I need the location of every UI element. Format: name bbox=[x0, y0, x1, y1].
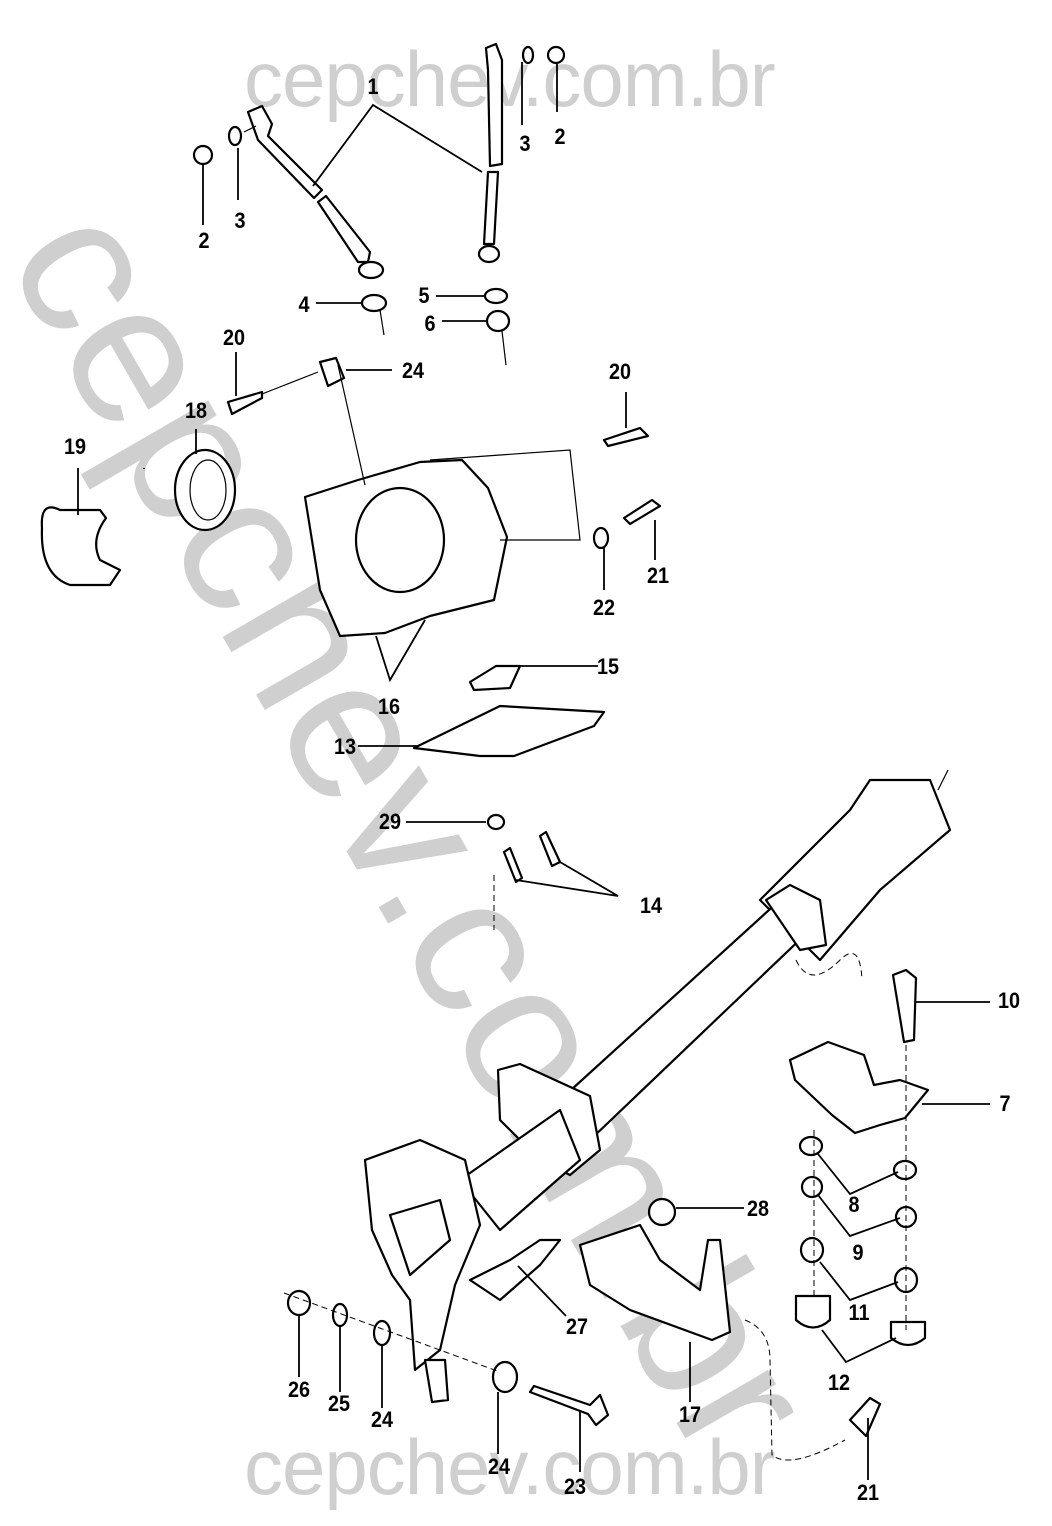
callout-19: 19 bbox=[63, 434, 87, 459]
cap-12-right bbox=[889, 1320, 927, 1347]
callout-21: 21 bbox=[856, 1480, 880, 1505]
callout-15: 15 bbox=[596, 654, 620, 679]
column-cover-16 bbox=[303, 364, 581, 638]
callout-6: 6 bbox=[424, 311, 436, 336]
callout-2: 2 bbox=[554, 124, 566, 149]
callout-1: 1 bbox=[367, 74, 379, 99]
washer-4 bbox=[360, 293, 388, 313]
callout-9: 9 bbox=[852, 1240, 864, 1265]
nut-28 bbox=[647, 1197, 677, 1227]
callout-22: 22 bbox=[592, 595, 616, 620]
callout-3: 3 bbox=[519, 131, 531, 156]
washer-3-right bbox=[521, 45, 535, 65]
callout-20: 20 bbox=[222, 325, 246, 350]
washer-5 bbox=[483, 287, 509, 305]
floor-plate-13 bbox=[412, 704, 606, 758]
callout-16: 16 bbox=[377, 694, 401, 719]
callout-8: 8 bbox=[848, 1192, 860, 1217]
callout-7: 7 bbox=[999, 1091, 1011, 1116]
screw-14-right bbox=[538, 830, 562, 868]
callout-24: 24 bbox=[370, 1407, 394, 1432]
washer-24-right bbox=[491, 1360, 519, 1394]
callout-26: 26 bbox=[287, 1377, 311, 1402]
callout-23: 23 bbox=[563, 1474, 587, 1499]
callout-5: 5 bbox=[418, 283, 430, 308]
callout-24: 24 bbox=[401, 358, 425, 383]
callout-12: 12 bbox=[827, 1370, 851, 1395]
callout-2: 2 bbox=[198, 228, 210, 253]
callout-10: 10 bbox=[997, 988, 1021, 1013]
nut-26 bbox=[286, 1289, 312, 1317]
brace-17 bbox=[578, 1223, 732, 1342]
callout-4: 4 bbox=[298, 292, 310, 317]
callout-27: 27 bbox=[565, 1314, 589, 1339]
callout-29: 29 bbox=[378, 809, 402, 834]
callout-11: 11 bbox=[848, 1300, 870, 1325]
screw-21-lower bbox=[848, 1396, 882, 1438]
seal-ring-18 bbox=[173, 448, 237, 532]
clamp-bracket-7 bbox=[788, 1040, 930, 1135]
callout-14: 14 bbox=[639, 893, 663, 918]
column-clamp-19 bbox=[40, 506, 122, 587]
bolt-10 bbox=[891, 968, 918, 1044]
support-rod-left bbox=[246, 104, 385, 280]
support-rod-right bbox=[477, 42, 504, 264]
callout-28: 28 bbox=[746, 1196, 770, 1221]
washer-8-right bbox=[892, 1159, 918, 1181]
callout-21: 21 bbox=[646, 563, 670, 588]
coupling-27 bbox=[468, 1238, 562, 1302]
clip-nut-24 bbox=[318, 356, 346, 388]
watermark-top: cepchev.com.br bbox=[244, 35, 776, 123]
screw-21-upper bbox=[622, 498, 662, 526]
nut-11-left bbox=[799, 1236, 825, 1264]
nut-6 bbox=[485, 309, 511, 333]
leader-lines bbox=[77, 62, 990, 1480]
screw-14-left bbox=[502, 846, 524, 884]
callout-17: 17 bbox=[678, 1402, 702, 1427]
washer-3-left bbox=[227, 125, 243, 147]
washer-8-left bbox=[798, 1135, 824, 1157]
steering-column bbox=[458, 769, 952, 1232]
bolt-2-right bbox=[546, 45, 566, 65]
steering-gear bbox=[363, 1138, 482, 1404]
watermark-bottom: cepchev.com.br bbox=[244, 1423, 776, 1511]
callout-13: 13 bbox=[333, 734, 357, 759]
lock-washer-9-left bbox=[800, 1175, 824, 1199]
callout-25: 25 bbox=[327, 1391, 351, 1416]
screw-20-right bbox=[602, 426, 650, 448]
cap-12-left bbox=[794, 1294, 832, 1329]
bolt-2-left bbox=[192, 144, 214, 166]
clip-15 bbox=[468, 664, 522, 692]
bolt-23 bbox=[528, 1384, 610, 1427]
callout-18: 18 bbox=[184, 398, 208, 423]
washer-24-left bbox=[372, 1319, 392, 1347]
washer-22 bbox=[592, 526, 610, 550]
callout-20: 20 bbox=[608, 359, 632, 384]
callout-24: 24 bbox=[487, 1454, 511, 1479]
washer-29 bbox=[486, 813, 506, 831]
screw-20-left bbox=[226, 390, 264, 416]
callout-3: 3 bbox=[234, 208, 246, 233]
